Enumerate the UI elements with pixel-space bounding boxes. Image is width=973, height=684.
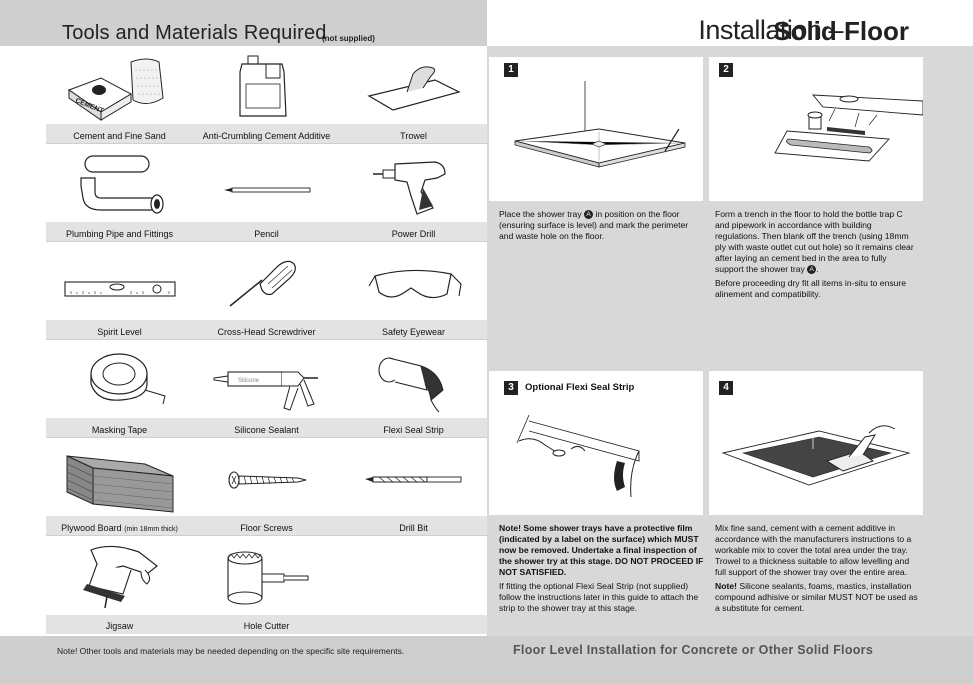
tool-label: Drill Bit [399,523,428,533]
tool-label: Spirit Level [97,327,142,337]
installation-page: Installation – Solid Floor 1 2 [487,0,973,684]
tool-plywood: Plywood Board (min 18mm thick) [46,438,193,536]
tool-trowel: Trowel [340,46,487,144]
step-2-number: 2 [719,63,733,77]
tool-masking-tape: Masking Tape [46,340,193,438]
tool-spirit-level: Spirit Level [46,242,193,340]
step-1-figure: 1 [489,57,703,201]
tool-label: Floor Screws [240,523,293,533]
step-2-text: Form a trench in the floor to hold the b… [715,209,914,299]
jigsaw-icon [83,545,158,609]
cement-bed-icon [721,425,911,486]
tape-icon [90,353,166,405]
step-1-number: 1 [504,63,518,77]
shower-tray-icon [514,81,686,168]
tool-label: Pencil [254,229,279,239]
tool-label: Silicone Sealant [234,425,299,435]
step-3-number: 3 [504,381,518,395]
marker-a: A [807,265,817,275]
tool-cement-sand: CEMENT Cement and Fine Sand [46,46,193,144]
installation-header: Installation – Solid Floor [487,0,973,46]
plywood-icon [66,455,174,513]
tools-footer-note: Note! Other tools and materials may be n… [57,646,405,656]
svg-text:Silicone: Silicone [238,378,260,384]
tool-label: Power Drill [391,229,436,239]
tool-drill: Power Drill [340,144,487,242]
screw-icon [228,471,307,489]
tools-title: Tools and Materials Required [62,22,327,44]
seal-strip-fitting-icon [516,414,640,498]
tools-row: Masking Tape Silicone Silicone Sealant [46,340,487,438]
tools-page: Tools and Materials Required (not suppli… [0,0,487,684]
tool-label: Hole Cutter [243,621,290,631]
hole-cutter-icon [227,551,309,605]
tool-label: Cross-Head Screwdriver [217,327,316,337]
step-3-title: Optional Flexi Seal Strip [525,382,635,393]
step-3-text: Note! Some shower trays have a protectiv… [499,523,704,613]
tool-label: Cement and Fine Sand [73,131,166,141]
installation-title-light: Installation – [698,15,843,45]
tool-pencil: Pencil [193,144,340,242]
tools-row: Spirit Level Cross-Head Screwdriver Safe… [46,242,487,340]
additive-jug-icon [239,55,287,117]
eyewear-icon [368,269,462,299]
pencil-icon [224,187,311,193]
tool-eyewear: Safety Eyewear [340,242,487,340]
seal-strip-icon [378,357,444,413]
tool-screwdriver: Cross-Head Screwdriver [193,242,340,340]
tool-label: Masking Tape [91,425,148,435]
drill-bit-icon [365,476,462,483]
spirit-level-icon [64,281,176,297]
pipe-icon [80,155,164,214]
sealant-gun-icon: Silicone [213,371,318,411]
screwdriver-icon [229,260,296,307]
marker-a: A [584,210,594,220]
tools-header: Tools and Materials Required (not suppli… [0,0,487,46]
tool-silicone: Silicone Silicone Sealant [193,340,340,438]
tool-pipe: Plumbing Pipe and Fittings [46,144,193,242]
tools-row: CEMENT Cement and Fine Sand Anti-Crumbli… [46,46,487,144]
tool-label: Plumbing Pipe and Fittings [65,229,174,239]
step-2-figure: 2 [709,57,923,201]
tool-label: Safety Eyewear [381,327,446,337]
step-4-number: 4 [719,381,733,395]
tool-hole-cutter: Hole Cutter [193,536,340,634]
drill-icon [373,161,446,215]
trowel-icon [367,66,461,111]
tool-drill-bit: Drill Bit [340,438,487,536]
tool-floor-screws: Floor Screws [193,438,340,536]
tools-row: Plywood Board (min 18mm thick) Floor Scr… [46,438,487,536]
tool-seal-strip: Flexi Seal Strip [340,340,487,438]
tools-subtitle: (not supplied) [322,34,375,43]
trench-icon [774,94,923,162]
step-4-figure: 4 [709,371,923,515]
tool-additive: Anti-Crumbling Cement Additive [193,46,340,144]
step-1-text: Place the shower tray A in position on t… [499,209,689,241]
tool-label: Flexi Seal Strip [383,425,444,435]
step-3-figure: 3 Optional Flexi Seal Strip [489,371,703,515]
tools-row: Jigsaw Hole Cutter [46,536,487,634]
installation-title-bold: Solid Floor [773,16,909,46]
tool-label: Anti-Crumbling Cement Additive [202,131,331,141]
tool-label: Jigsaw [105,621,134,631]
step-4-text: Mix fine sand, cement with a cement addi… [715,523,918,613]
tool-label: Plywood Board (min 18mm thick) [61,523,178,533]
tools-grid: CEMENT Cement and Fine Sand Anti-Crumbli… [46,46,487,634]
tool-jigsaw: Jigsaw [46,536,193,634]
tools-row: Plumbing Pipe and Fittings Pencil Power … [46,144,487,242]
installation-footer-text: Floor Level Installation for Concrete or… [513,643,874,657]
installation-footer: Floor Level Installation for Concrete or… [487,636,973,684]
cement-sand-icon: CEMENT [67,58,164,121]
tools-footer: Note! Other tools and materials may be n… [0,636,487,684]
tool-label: Trowel [400,131,427,141]
